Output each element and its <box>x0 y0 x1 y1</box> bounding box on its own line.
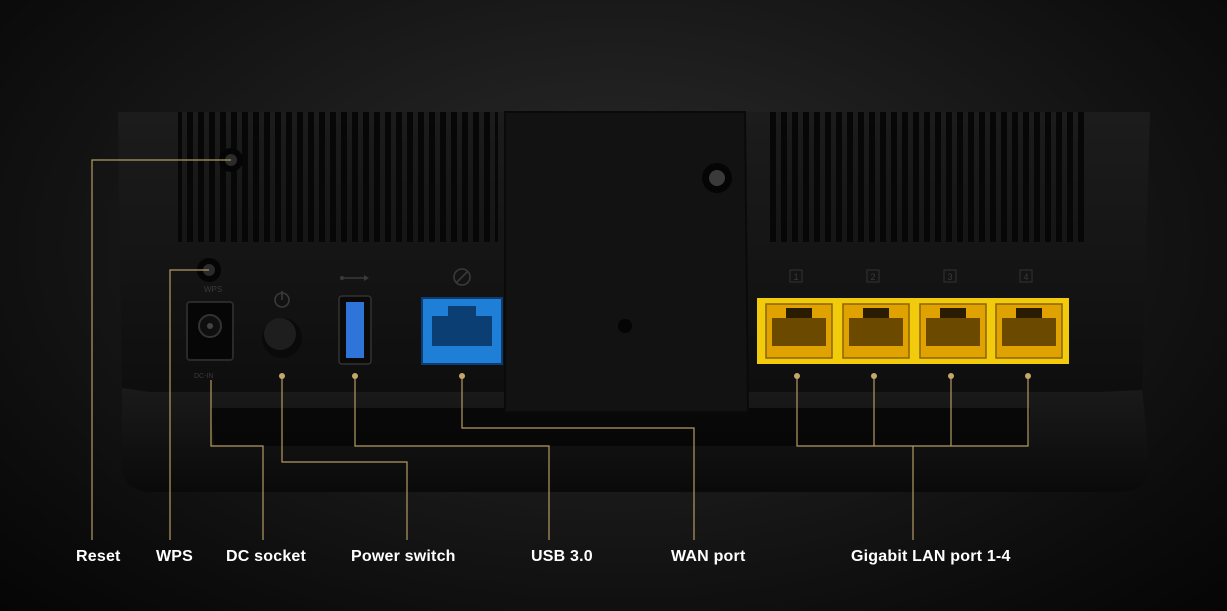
leader-dot-1 <box>279 373 285 379</box>
lan-port-numbers: 1 2 3 4 <box>789 269 1033 283</box>
leader-dot-3 <box>459 373 465 379</box>
base-slot <box>210 408 1030 446</box>
leader-line-wps <box>169 269 209 540</box>
lan-port-number-1: 1 <box>793 272 798 282</box>
leader-line-lan <box>796 376 1029 540</box>
center-plate <box>504 111 750 413</box>
leader-dot-2 <box>352 373 358 379</box>
lan-port-number-4: 4 <box>1023 272 1028 282</box>
lan-port-2 <box>842 303 910 359</box>
wan-port-jack <box>432 316 492 346</box>
lan-ports <box>765 303 1063 359</box>
leader-dot-4 <box>794 373 800 379</box>
callout-lan: Gigabit LAN port 1-4 <box>851 548 1011 565</box>
leader-dot-6 <box>948 373 954 379</box>
lan-port-number-3: 3 <box>947 272 952 282</box>
lan-port-number-box-3 <box>943 269 957 283</box>
globe-icon <box>453 268 471 286</box>
screw <box>709 170 725 186</box>
leader-line-reset <box>91 159 231 540</box>
power-icon <box>274 291 290 308</box>
leader-line-wan <box>461 376 695 540</box>
vent-left <box>178 112 498 242</box>
wan-port-latch <box>448 306 476 316</box>
leader-dot-5 <box>871 373 877 379</box>
leader-dot-7 <box>1025 373 1031 379</box>
power-switch-cap <box>264 318 296 350</box>
lan-port-number-box-2 <box>866 269 880 283</box>
lan-port-4 <box>995 303 1063 359</box>
leader-lines <box>91 159 1029 540</box>
leader-line-usb <box>354 376 550 540</box>
dc-mark: DC-IN <box>194 373 213 380</box>
lan-port-3 <box>919 303 987 359</box>
vent-right <box>768 112 1088 242</box>
usb-icon <box>340 275 369 281</box>
leader-dots <box>279 373 1031 379</box>
callout-wps: WPS <box>156 548 194 565</box>
callout-wan: WAN port <box>671 548 746 565</box>
callout-power: Power switch <box>351 548 456 565</box>
leader-line-power <box>281 376 408 540</box>
lan-port-1 <box>765 303 833 359</box>
lan-port-number-box-4 <box>1019 269 1033 283</box>
callout-usb: USB 3.0 <box>531 548 593 565</box>
callout-dc: DC socket <box>226 548 307 565</box>
wps-mark: WPS <box>204 285 222 294</box>
dc-socket-pin <box>207 323 213 329</box>
leader-line-dc <box>210 380 264 540</box>
usb-port-tongue <box>346 302 364 358</box>
lan-port-number-box-1 <box>789 269 803 283</box>
lan-port-number-2: 2 <box>870 272 875 282</box>
mount-hole <box>618 319 632 333</box>
callout-reset: Reset <box>76 548 121 565</box>
